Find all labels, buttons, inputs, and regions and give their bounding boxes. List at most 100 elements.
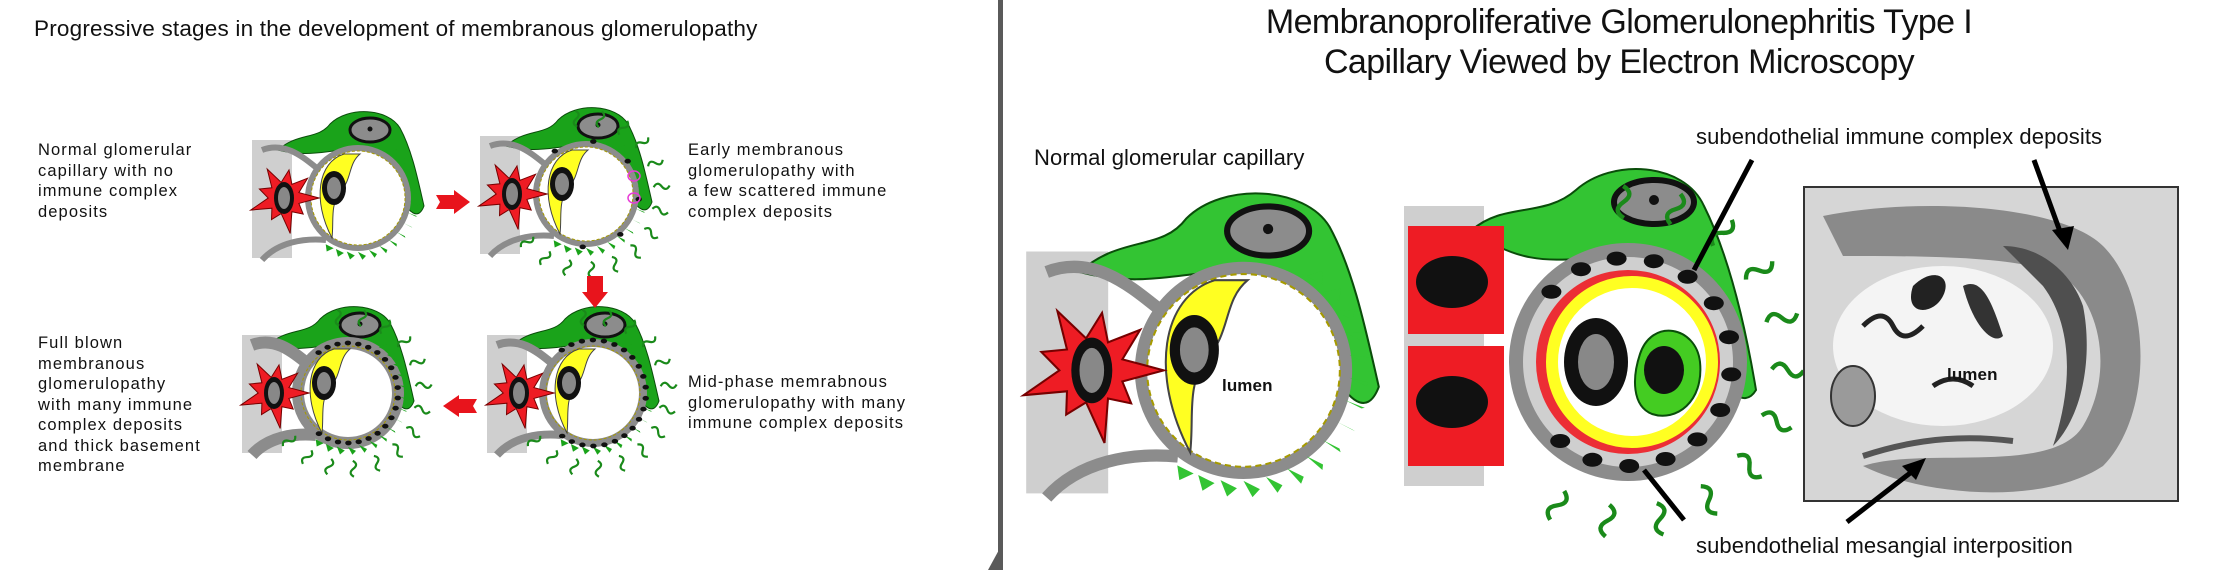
- subendothelial-deposit: [1719, 330, 1739, 345]
- immune-complex-deposit: [579, 244, 586, 250]
- effaced-foot-process: [569, 458, 580, 476]
- foot-process: [1287, 468, 1304, 484]
- foot-process: [607, 241, 616, 250]
- capillary-diagram-mid: [483, 306, 678, 478]
- foot-process: [396, 232, 406, 238]
- effaced-foot-process: [572, 109, 580, 128]
- effaced-foot-process: [392, 443, 404, 458]
- endothelial-nucleus-chromatin: [562, 372, 576, 394]
- capillary-diagram-mpgn: [1404, 168, 1806, 539]
- deposit-highlight: [627, 192, 641, 204]
- immune-complex-deposit: [620, 347, 628, 353]
- foot-process: [1335, 421, 1356, 432]
- foot-process: [378, 434, 387, 442]
- mesangial-nucleus-chromatin: [268, 382, 280, 404]
- panel-divider: [998, 0, 1003, 570]
- effaced-foot-process: [526, 435, 542, 447]
- capillary-diagram-early: [476, 107, 671, 279]
- effaced-foot-process: [654, 358, 671, 366]
- pointer-line-deposits-micrograph: [2031, 159, 2065, 238]
- adjacent-cell: [1830, 365, 1876, 427]
- foot-process: [388, 149, 397, 157]
- effaced-foot-process: [624, 319, 637, 335]
- foot-process: [563, 245, 572, 253]
- annotation-mesangial-interposition: subendothelial mesangial interposition: [1696, 533, 2073, 558]
- foot-process: [635, 208, 646, 213]
- foot-process: [393, 363, 403, 369]
- effaced-foot-process: [594, 459, 603, 478]
- foot-process: [399, 396, 410, 401]
- subendothelial-deposit: [1710, 403, 1731, 417]
- effaced-foot-process: [595, 110, 606, 128]
- immune-complex-deposit: [365, 436, 372, 441]
- mesangial-nucleus-chromatin: [1079, 347, 1105, 393]
- effaced-foot-process: [562, 259, 573, 277]
- immune-complex-deposit: [578, 338, 586, 344]
- right-figure-panel: Membranoproliferative Glomerulonephritis…: [1004, 0, 2234, 570]
- right-title-line-2: Capillary Viewed by Electron Microscopy: [1323, 43, 1915, 81]
- endothelial-nucleus-chromatin: [1578, 334, 1614, 390]
- pointer-line-deposits-diagram: [1691, 158, 1755, 272]
- right-figure-title: Membranoproliferative Glomerulonephritis…: [1004, 2, 2234, 82]
- effaced-foot-process: [1764, 311, 1800, 324]
- foot-process: [586, 247, 594, 256]
- effaced-foot-process: [519, 236, 535, 248]
- effaced-foot-process: [650, 426, 666, 439]
- effaced-foot-process: [334, 308, 342, 327]
- effaced-foot-process: [414, 381, 433, 390]
- immune-complex-deposit: [388, 365, 395, 371]
- effaced-foot-process: [357, 309, 368, 327]
- subendothelial-deposit: [1703, 296, 1724, 311]
- effaced-foot-process: [579, 308, 587, 327]
- basement-membrane-lower: [247, 428, 317, 460]
- foot-process: [638, 417, 648, 423]
- effaced-foot-process: [300, 449, 314, 465]
- effaced-foot-process: [373, 454, 381, 472]
- mesangial-nucleus-chromatin: [506, 183, 518, 205]
- foot-process: [325, 244, 334, 252]
- effaced-foot-process: [1736, 452, 1763, 480]
- effaced-foot-process: [659, 381, 678, 390]
- caption-normal: Normal glomerular capillary with no immu…: [38, 141, 193, 221]
- arrow-down-icon: [582, 276, 608, 308]
- panel-divider-corner: [988, 548, 1000, 570]
- pointer-line-interposition-micrograph: [1845, 468, 1916, 524]
- effaced-foot-process: [617, 120, 630, 136]
- foot-process: [631, 218, 641, 224]
- foot-process: [369, 440, 378, 449]
- immune-complex-deposit: [589, 337, 597, 343]
- capillary-group: [248, 111, 425, 263]
- capillary-diagram-normal: [248, 111, 425, 263]
- foot-process: [386, 353, 396, 359]
- effaced-foot-process: [545, 449, 559, 465]
- foot-process: [1243, 480, 1260, 498]
- lumen-region: [1833, 266, 2053, 426]
- capillary-group: [483, 306, 678, 478]
- immune-complex-deposit: [315, 431, 323, 437]
- foot-process: [409, 201, 420, 206]
- arrow-right-icon: [436, 190, 470, 214]
- foot-process: [403, 168, 413, 174]
- immune-complex-deposit: [617, 232, 624, 237]
- immune-complex-deposit: [394, 385, 401, 390]
- effaced-foot-process: [538, 250, 552, 266]
- subendothelial-deposit: [1541, 284, 1562, 299]
- subendothelial-deposit: [1550, 434, 1571, 448]
- effaced-foot-process: [651, 205, 669, 216]
- effaced-foot-process: [1653, 501, 1667, 537]
- foot-process: [1323, 440, 1341, 453]
- basement-membrane-lower: [487, 232, 555, 259]
- capillary-group: [1019, 192, 1380, 502]
- effaced-foot-process: [281, 435, 297, 447]
- effaced-foot-process: [349, 459, 358, 478]
- immune-complex-deposit: [642, 395, 649, 401]
- immune-complex-deposit: [381, 357, 389, 362]
- foot-process: [637, 186, 648, 191]
- left-figure-title: Progressive stages in the development of…: [34, 16, 758, 41]
- foot-process: [553, 240, 562, 248]
- effaced-foot-process: [324, 458, 335, 476]
- foot-process: [1323, 288, 1341, 301]
- micrograph-lumen-label: lumen: [1947, 365, 1998, 384]
- foot-process: [409, 190, 420, 195]
- capillary-group: [238, 306, 433, 478]
